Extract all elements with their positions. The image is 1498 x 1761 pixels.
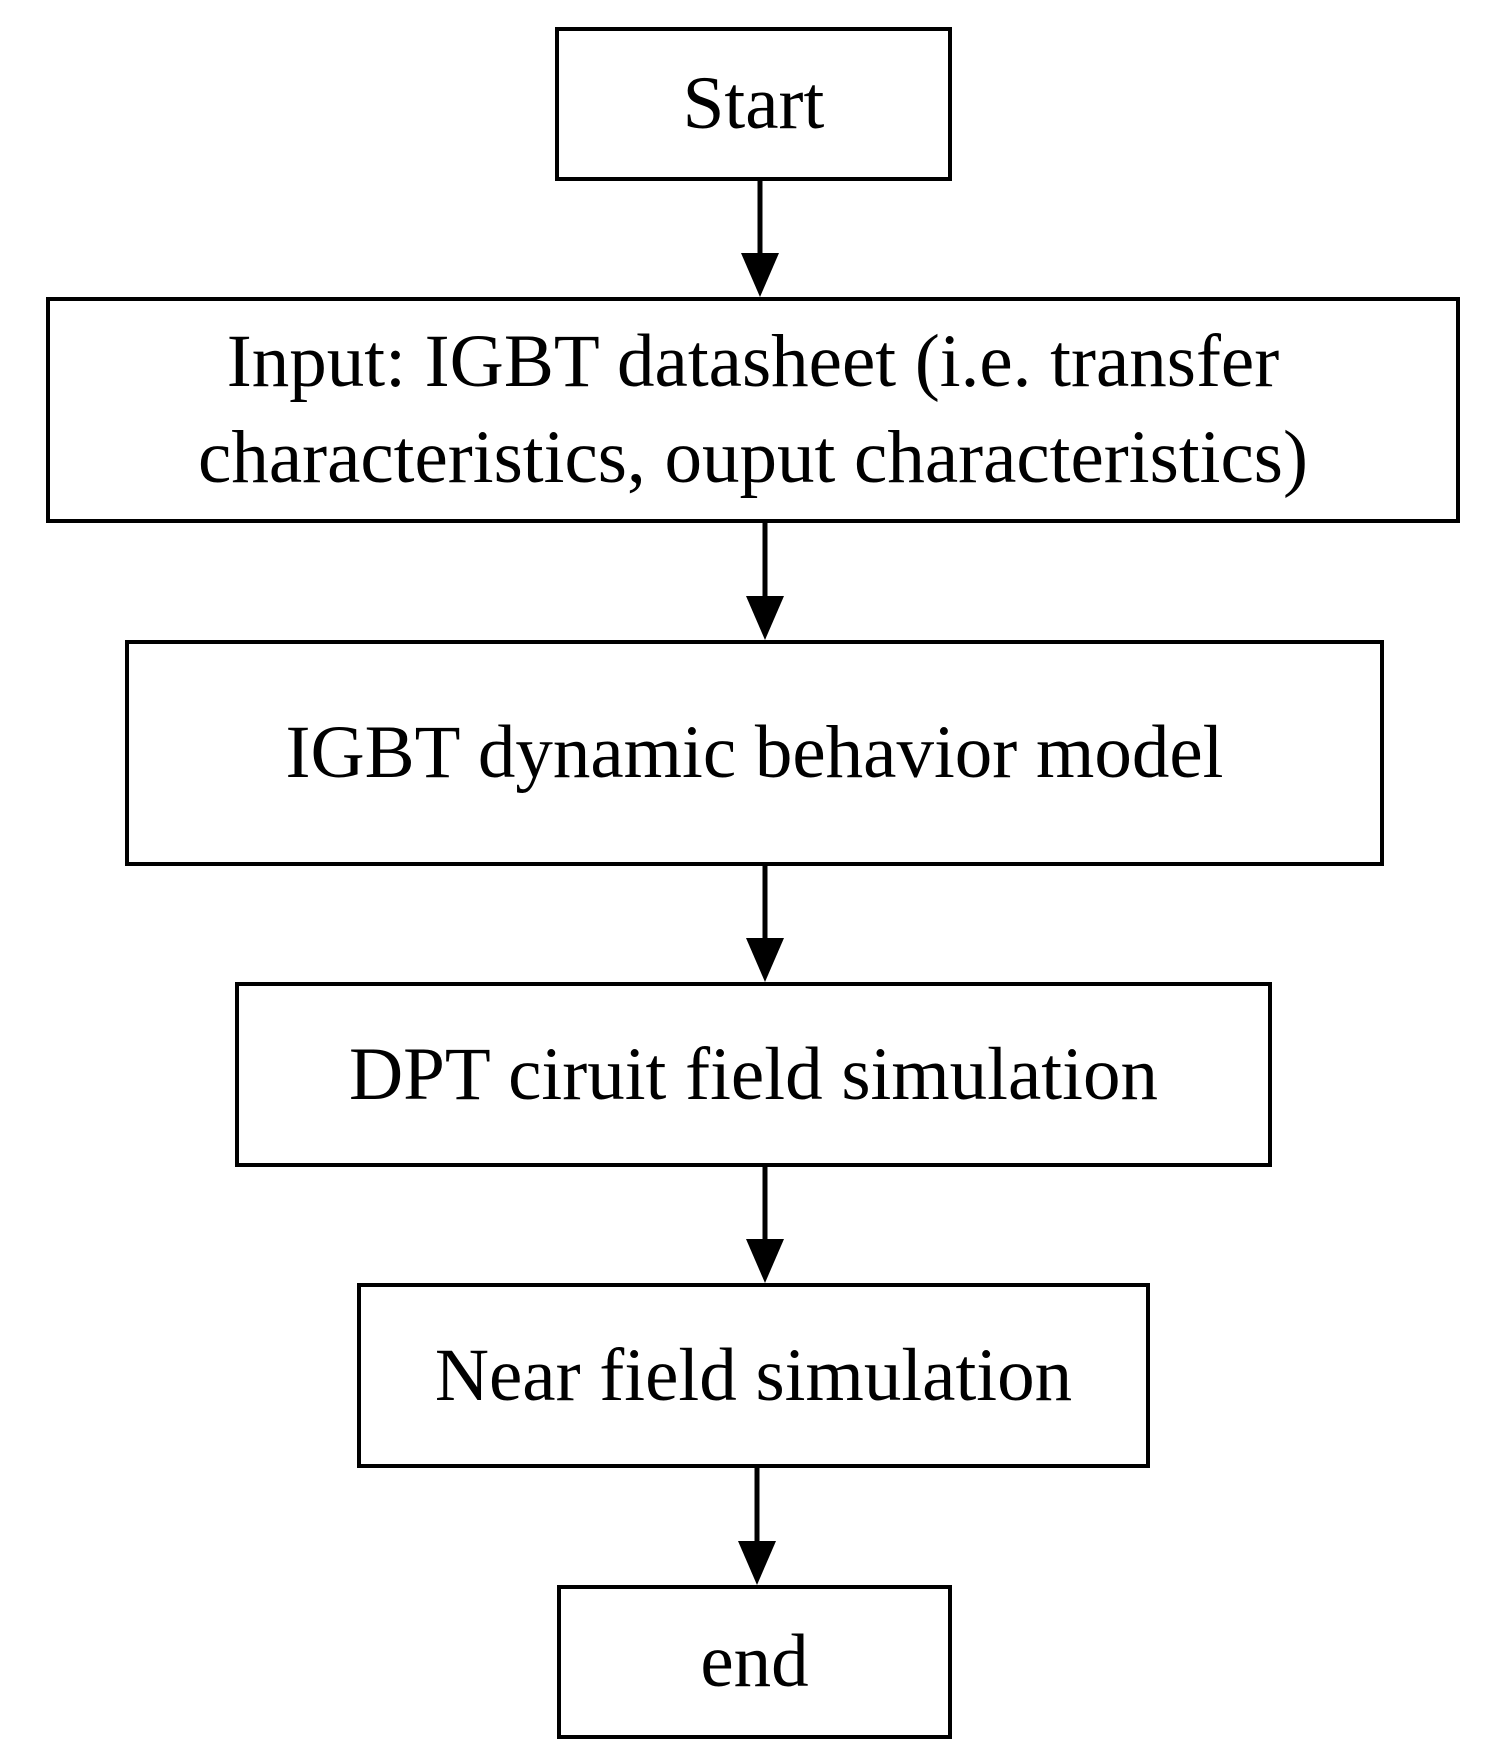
arrow-model-to-dpt bbox=[746, 866, 784, 982]
dpt-circuit-simulation-node: DPT ciruit field simulation bbox=[235, 982, 1272, 1167]
dynamic-behavior-model-label: IGBT dynamic behavior model bbox=[285, 711, 1224, 794]
dynamic-behavior-model-node: IGBT dynamic behavior model bbox=[125, 640, 1384, 866]
arrow-input-to-model bbox=[746, 523, 784, 640]
dpt-circuit-simulation-label: DPT ciruit field simulation bbox=[349, 1032, 1158, 1116]
input-datasheet-label-line-1: Input: IGBT datasheet (i.e. transfer bbox=[226, 320, 1280, 403]
start-node-label: Start bbox=[682, 62, 825, 145]
input-datasheet-label-line-2: characteristics, ouput characteristics) bbox=[198, 416, 1308, 499]
near-field-simulation-node: Near field simulation bbox=[357, 1283, 1150, 1468]
end-node: end bbox=[557, 1585, 952, 1739]
arrow-start-to-input bbox=[741, 181, 779, 297]
end-node-label: end bbox=[700, 1620, 809, 1703]
arrow-near-to-end bbox=[738, 1468, 776, 1585]
near-field-simulation-label: Near field simulation bbox=[434, 1333, 1073, 1417]
input-datasheet-text: Input: IGBT datasheet (i.e. transfer cha… bbox=[198, 314, 1308, 506]
arrow-dpt-to-near bbox=[746, 1167, 784, 1283]
input-datasheet-node: Input: IGBT datasheet (i.e. transfer cha… bbox=[46, 297, 1460, 523]
start-node: Start bbox=[555, 27, 952, 181]
